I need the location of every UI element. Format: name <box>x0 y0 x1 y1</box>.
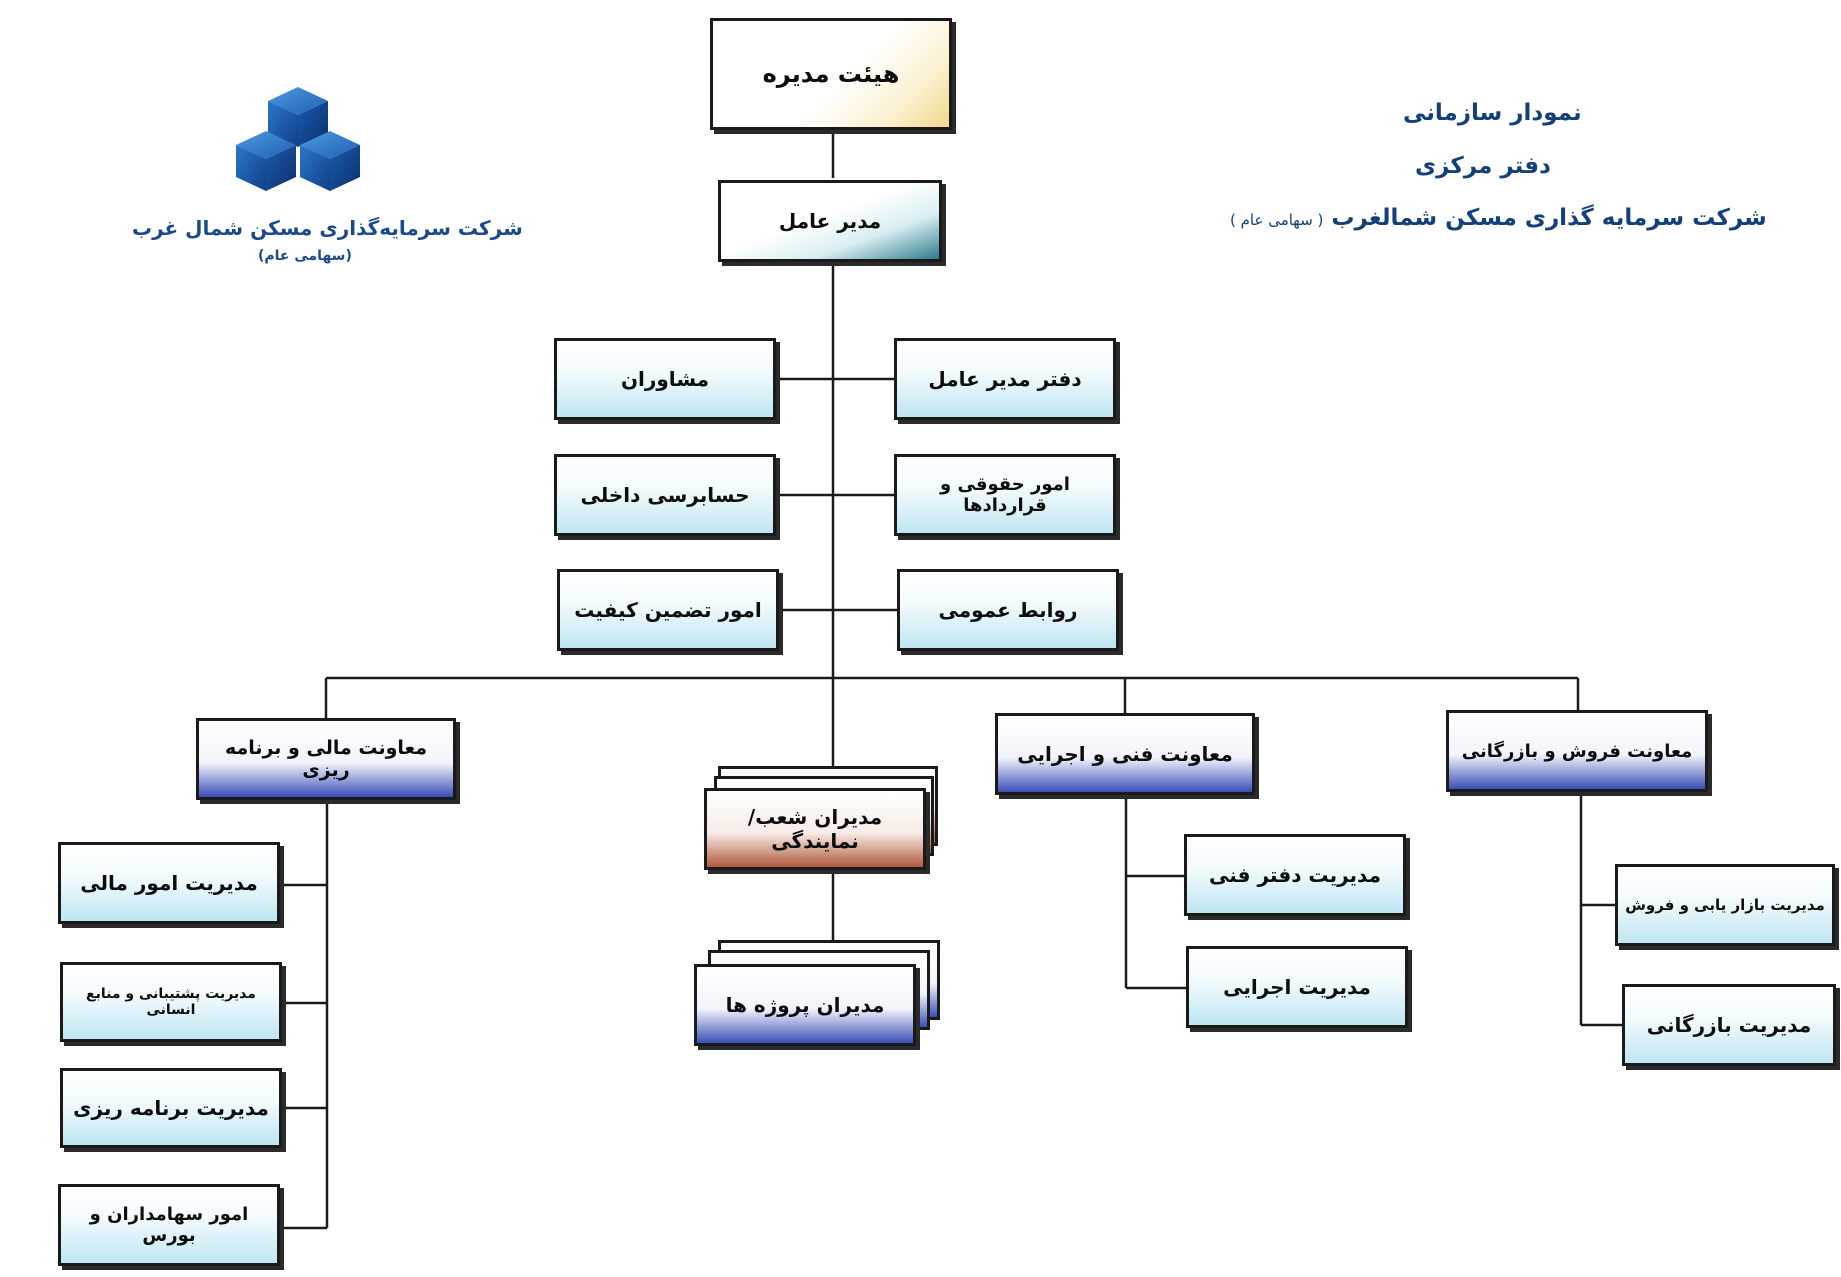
node-technical-deputy: معاونت فنی و اجرایی <box>995 713 1255 795</box>
node-quality: امور تضمین کیفیت <box>557 569 779 651</box>
node-tech-office: مدیریت دفتر فنی <box>1184 834 1406 916</box>
node-finance-mgmt: مدیریت امور مالی <box>58 842 280 924</box>
logo-company-type: (سهامی عام) <box>258 248 352 264</box>
node-internal-audit: حسابرسی داخلی <box>554 454 776 536</box>
node-finance-deputy: معاونت مالی و برنامه ریزی <box>196 718 456 800</box>
node-ceo: مدیر عامل <box>718 180 942 262</box>
logo-company-name: شرکت سرمایه‌گذاری مسکن شمال غرب <box>132 216 523 240</box>
node-board: هیئت مدیره <box>710 18 952 130</box>
node-planning: مدیریت برنامه ریزی <box>60 1068 282 1148</box>
node-legal: امور حقوقی و قراردادها <box>894 454 1116 536</box>
header-title: نمودار سازمانی <box>1403 100 1582 126</box>
header-company: شرکت سرمایه گذاری مسکن شمالغرب ( سهامی ع… <box>1230 205 1767 231</box>
cube-top <box>268 87 328 147</box>
header-subtitle: دفتر مرکزی <box>1415 153 1551 179</box>
node-commerce: مدیریت بازرگانی <box>1622 984 1836 1066</box>
node-advisors: مشاوران <box>554 338 776 420</box>
node-ceo-office: دفتر مدیر عامل <box>894 338 1116 420</box>
node-marketing-sales: مدیریت بازار یابی و فروش <box>1615 864 1835 946</box>
header-company-name: شرکت سرمایه گذاری مسکن شمالغرب <box>1331 205 1767 231</box>
blue-cubes-logo-icon <box>236 87 360 191</box>
cube-left <box>236 131 296 191</box>
node-project-managers: مدیران پروژه ها <box>694 964 916 1046</box>
node-branch-managers: مدیران شعب/نمایندگی <box>704 788 926 870</box>
cube-right <box>300 131 360 191</box>
node-sales-deputy: معاونت فروش و بازرگانی <box>1446 710 1708 792</box>
node-public-relations: روابط عمومی <box>897 569 1119 651</box>
node-execution: مدیریت اجرایی <box>1186 946 1408 1028</box>
node-support-hr: مدیریت پشتیبانی و منابع انسانی <box>60 962 282 1042</box>
header-company-type: ( سهامی عام ) <box>1230 211 1324 229</box>
node-shareholders: امور سهامداران و بورس <box>58 1184 280 1266</box>
